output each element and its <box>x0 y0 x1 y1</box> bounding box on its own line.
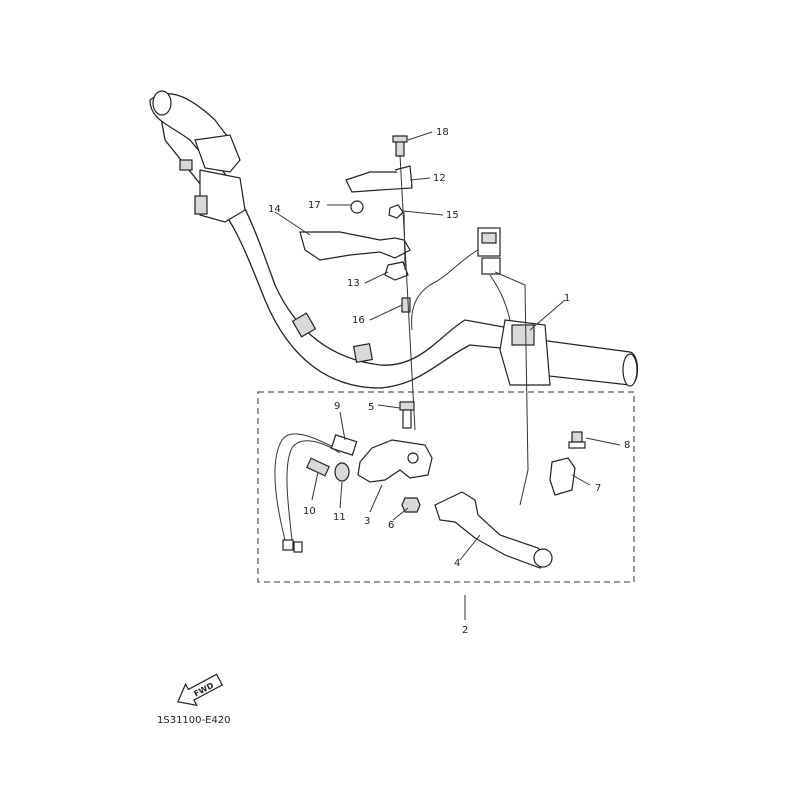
callout-3: 3 <box>364 516 370 527</box>
callout-9: 9 <box>334 401 340 412</box>
bracket-7 <box>549 457 576 496</box>
callout-14: 14 <box>268 204 281 215</box>
wire-connector <box>411 227 529 506</box>
callout-2: 2 <box>462 625 468 636</box>
catalog-code: 1S31100-E420 <box>157 715 231 726</box>
callout-6: 6 <box>388 520 394 531</box>
callout-5: 5 <box>368 402 374 413</box>
assembly-boundary <box>257 391 635 583</box>
callout-18: 18 <box>436 127 449 138</box>
clutch-switch-cable <box>274 433 358 553</box>
right-grip-switch <box>499 319 639 387</box>
callout-8: 8 <box>624 440 630 451</box>
master-cylinder <box>179 134 246 223</box>
bolt-8 <box>568 431 586 449</box>
callout-4: 4 <box>454 558 460 569</box>
callout-7: 7 <box>595 483 601 494</box>
callout-labels: 1 2 3 4 5 6 7 8 9 10 11 12 13 14 15 16 1… <box>268 127 630 636</box>
lever-holder <box>357 401 433 483</box>
callout-16: 16 <box>352 315 365 326</box>
callout-15: 15 <box>446 210 459 221</box>
callout-13: 13 <box>347 278 360 289</box>
hot-start-lever-assembly <box>299 135 416 431</box>
callout-17: 17 <box>308 200 321 211</box>
callout-1: 1 <box>564 293 570 304</box>
nut-6 <box>401 497 421 513</box>
callout-11: 11 <box>333 512 346 523</box>
leader-lines <box>274 131 621 620</box>
locknut-11 <box>334 462 350 482</box>
fwd-arrow: FWD <box>177 673 224 707</box>
adjuster-bolt-10 <box>306 457 330 477</box>
clutch-lever <box>434 491 553 569</box>
callout-10: 10 <box>303 506 316 517</box>
callout-12: 12 <box>433 173 446 184</box>
